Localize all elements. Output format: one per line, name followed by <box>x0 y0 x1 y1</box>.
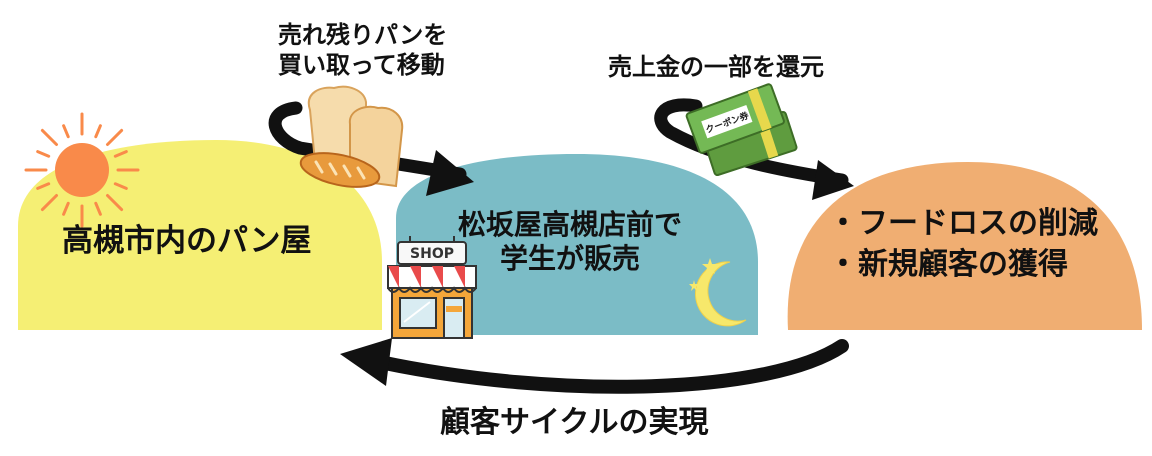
star-icon <box>689 258 718 291</box>
arrow-benefit-to-bakery <box>340 338 849 394</box>
student-sale-node-label: 松坂屋高槻店前で 学生が販売 <box>457 208 682 275</box>
arrow-sale-to-benefit <box>654 98 854 200</box>
step-return-sales-label: 売上金の一部を還元 <box>608 53 824 81</box>
sun-ray <box>106 194 124 212</box>
arrow-bakery-to-sale <box>268 101 474 196</box>
sun-ray <box>62 124 70 139</box>
sun-ray <box>113 150 128 158</box>
benefit-node-label: ・フードロスの削減 ・新規顧客の獲得 <box>828 206 1098 282</box>
bakery-node <box>18 140 382 330</box>
step-buy-leftover-bread-label: 売れ残りパンを 買い取って移動 <box>278 21 448 79</box>
step-customer-cycle-label: 顧客サイクルの実現 <box>440 405 709 440</box>
student-sale-node <box>396 154 758 335</box>
sun-ray <box>40 128 58 146</box>
sun-ray <box>36 150 51 158</box>
sun-icon <box>24 112 140 228</box>
coupon-icon: クーポン券 <box>685 83 798 177</box>
moon-icon <box>695 261 747 327</box>
sun-ray <box>40 194 58 212</box>
sun-ray <box>94 124 102 139</box>
shop-sign-text: SHOP <box>410 246 454 262</box>
sun-ray <box>113 182 128 190</box>
benefit-node <box>787 162 1142 330</box>
sun-ray <box>106 128 124 146</box>
sun-ray <box>36 182 51 190</box>
shop-icon: SHOP <box>387 236 477 339</box>
sun-ray <box>62 201 70 216</box>
bread-icon <box>299 85 404 188</box>
bakery-node-label: 高槻市内のパン屋 <box>62 223 312 259</box>
sun-ray <box>94 201 102 216</box>
